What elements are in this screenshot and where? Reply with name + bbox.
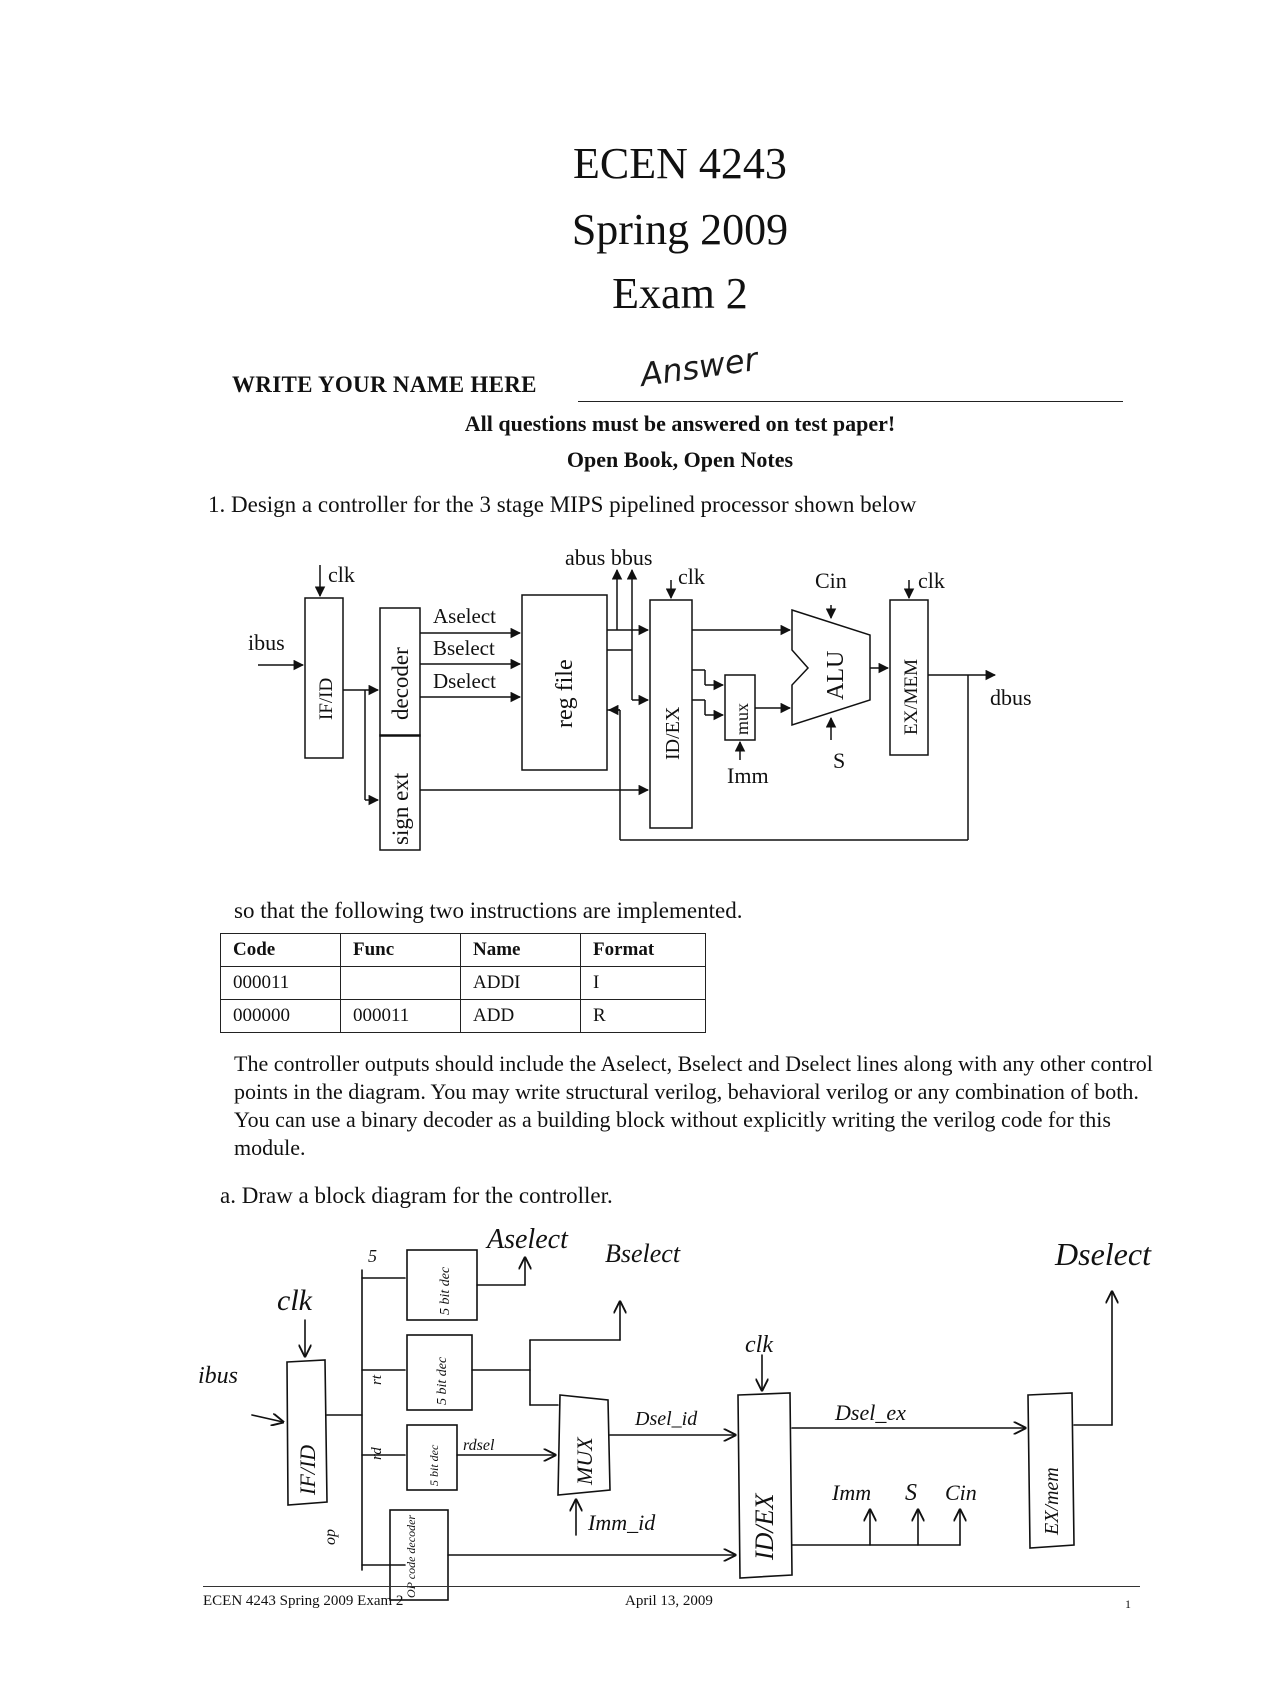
bselect-label: Bselect (433, 636, 495, 660)
regfile-label: reg file (552, 659, 578, 728)
follow-text: so that the following two instructions a… (234, 898, 743, 923)
instruction-answer-on-paper: All questions must be answered on test p… (464, 411, 896, 436)
controller-paragraph: The controller outputs should include th… (234, 1051, 1153, 1160)
sketch-op-label: op (322, 1529, 339, 1545)
sketch-clk-label-1: clk (277, 1284, 313, 1317)
sketch-5-label: 5 (368, 1246, 377, 1266)
sketch-idex-box (737, 1392, 793, 1579)
sketch-rt-label: rt (369, 1374, 385, 1385)
dselect-label: Dselect (433, 669, 496, 693)
clk-label-exmem: clk (918, 568, 945, 593)
mux-label: mux (732, 703, 752, 735)
exmem-label: EX/MEM (901, 659, 922, 735)
instruction-table: Code Func Name Format 000011 ADDI I 0000… (220, 933, 706, 1033)
instruction-open-book: Open Book, Open Notes (566, 447, 794, 472)
sketch-aselect-label: Aselect (485, 1224, 569, 1255)
cin-label: Cin (815, 568, 847, 593)
sketch-ifid-box (286, 1359, 328, 1506)
sketch-opcode-decoder-label: OP code decoder (404, 1515, 418, 1598)
table-cell: ADDI (460, 966, 581, 1000)
sketch-ifid-label: IF/ID (295, 1445, 320, 1496)
idex-label: ID/EX (662, 706, 684, 760)
sign-ext-block (379, 734, 421, 851)
decoder-block (379, 607, 421, 737)
sketch-bselect-label: Bselect (605, 1239, 681, 1268)
ifid-label: IF/ID (316, 678, 337, 720)
dbus-label: dbus (990, 685, 1032, 710)
sketch-s-label: S (905, 1480, 917, 1506)
s-label: S (833, 748, 845, 773)
footer-course: ECEN 4243 Spring 2009 Exam 2 (203, 1593, 404, 1609)
col-header-code: Code (220, 933, 341, 967)
footer-date: April 13, 2009 (625, 1593, 713, 1609)
clk-label-ifid: clk (328, 562, 355, 587)
sketch-rd-label: rd (369, 1447, 385, 1460)
col-header-func: Func (340, 933, 461, 967)
footer-divider (203, 1586, 1140, 1587)
alu-label: ALU (823, 651, 849, 700)
sketch-mux-box (557, 1394, 611, 1496)
clk-label-idex: clk (678, 564, 705, 589)
ifid-register (304, 597, 344, 759)
imm-label: Imm (727, 763, 769, 788)
sketch-cin-label: Cin (945, 1480, 977, 1505)
sketch-decoder-a-label: 5 bit dec (438, 1266, 453, 1315)
signext-label: sign ext (388, 772, 413, 845)
question-1-prompt: 1. Design a controller for the 3 stage M… (208, 492, 917, 517)
sketch-decoder-c (406, 1424, 458, 1491)
alu-block (791, 608, 871, 727)
aselect-label: Aselect (433, 604, 496, 628)
sketch-dsel-id-label: Dsel_id (634, 1408, 698, 1430)
sketch-decoder-b (406, 1334, 473, 1411)
col-header-format: Format (580, 933, 706, 967)
term-title: Spring 2009 (571, 205, 789, 254)
table-row: 000000 000011 ADD R (220, 999, 706, 1033)
sketch-dsel-ex-label: Dsel_ex (834, 1400, 906, 1425)
ibus-label: ibus (248, 630, 285, 655)
table-cell: ADD (460, 999, 581, 1033)
sketch-dselect-label: Dselect (1054, 1236, 1152, 1272)
name-line (578, 401, 1123, 402)
sketch-decoder-b-label: 5 bit dec (435, 1356, 450, 1405)
table-cell: 000000 (220, 999, 341, 1033)
abus-bbus-label: abus bbus (565, 545, 652, 570)
footer-page-number: 1 (1125, 1597, 1131, 1611)
sketch-rdsel-label: rdsel (463, 1437, 495, 1454)
sketch-clk-label-2: clk (745, 1332, 773, 1358)
col-header-name: Name (460, 933, 581, 967)
course-title: ECEN 4243 (573, 139, 787, 188)
part-a-prompt: a. Draw a block diagram for the controll… (220, 1183, 613, 1208)
decoder-label: decoder (388, 647, 413, 720)
table-cell: R (580, 999, 706, 1033)
sketch-imm-label: Imm (831, 1480, 871, 1505)
reg-file-block (521, 594, 608, 771)
idex-register (649, 599, 693, 829)
exmem-register (889, 599, 929, 756)
sketch-exmem-label: EX/mem (1041, 1467, 1063, 1536)
name-label: WRITE YOUR NAME HERE (232, 372, 537, 397)
table-row: 000011 ADDI I (220, 966, 706, 1000)
sketch-imm-id-label: Imm_id (587, 1510, 656, 1535)
sketch-idex-label: ID/EX (750, 1492, 779, 1561)
sketch-ibus-label: ibus (198, 1363, 238, 1389)
exam-title: Exam 2 (612, 269, 748, 318)
sketch-mux-label: MUX (572, 1436, 597, 1486)
sketch-exmem-box (1027, 1392, 1075, 1549)
sketch-decoder-c-label: 5 bit dec (427, 1444, 441, 1486)
